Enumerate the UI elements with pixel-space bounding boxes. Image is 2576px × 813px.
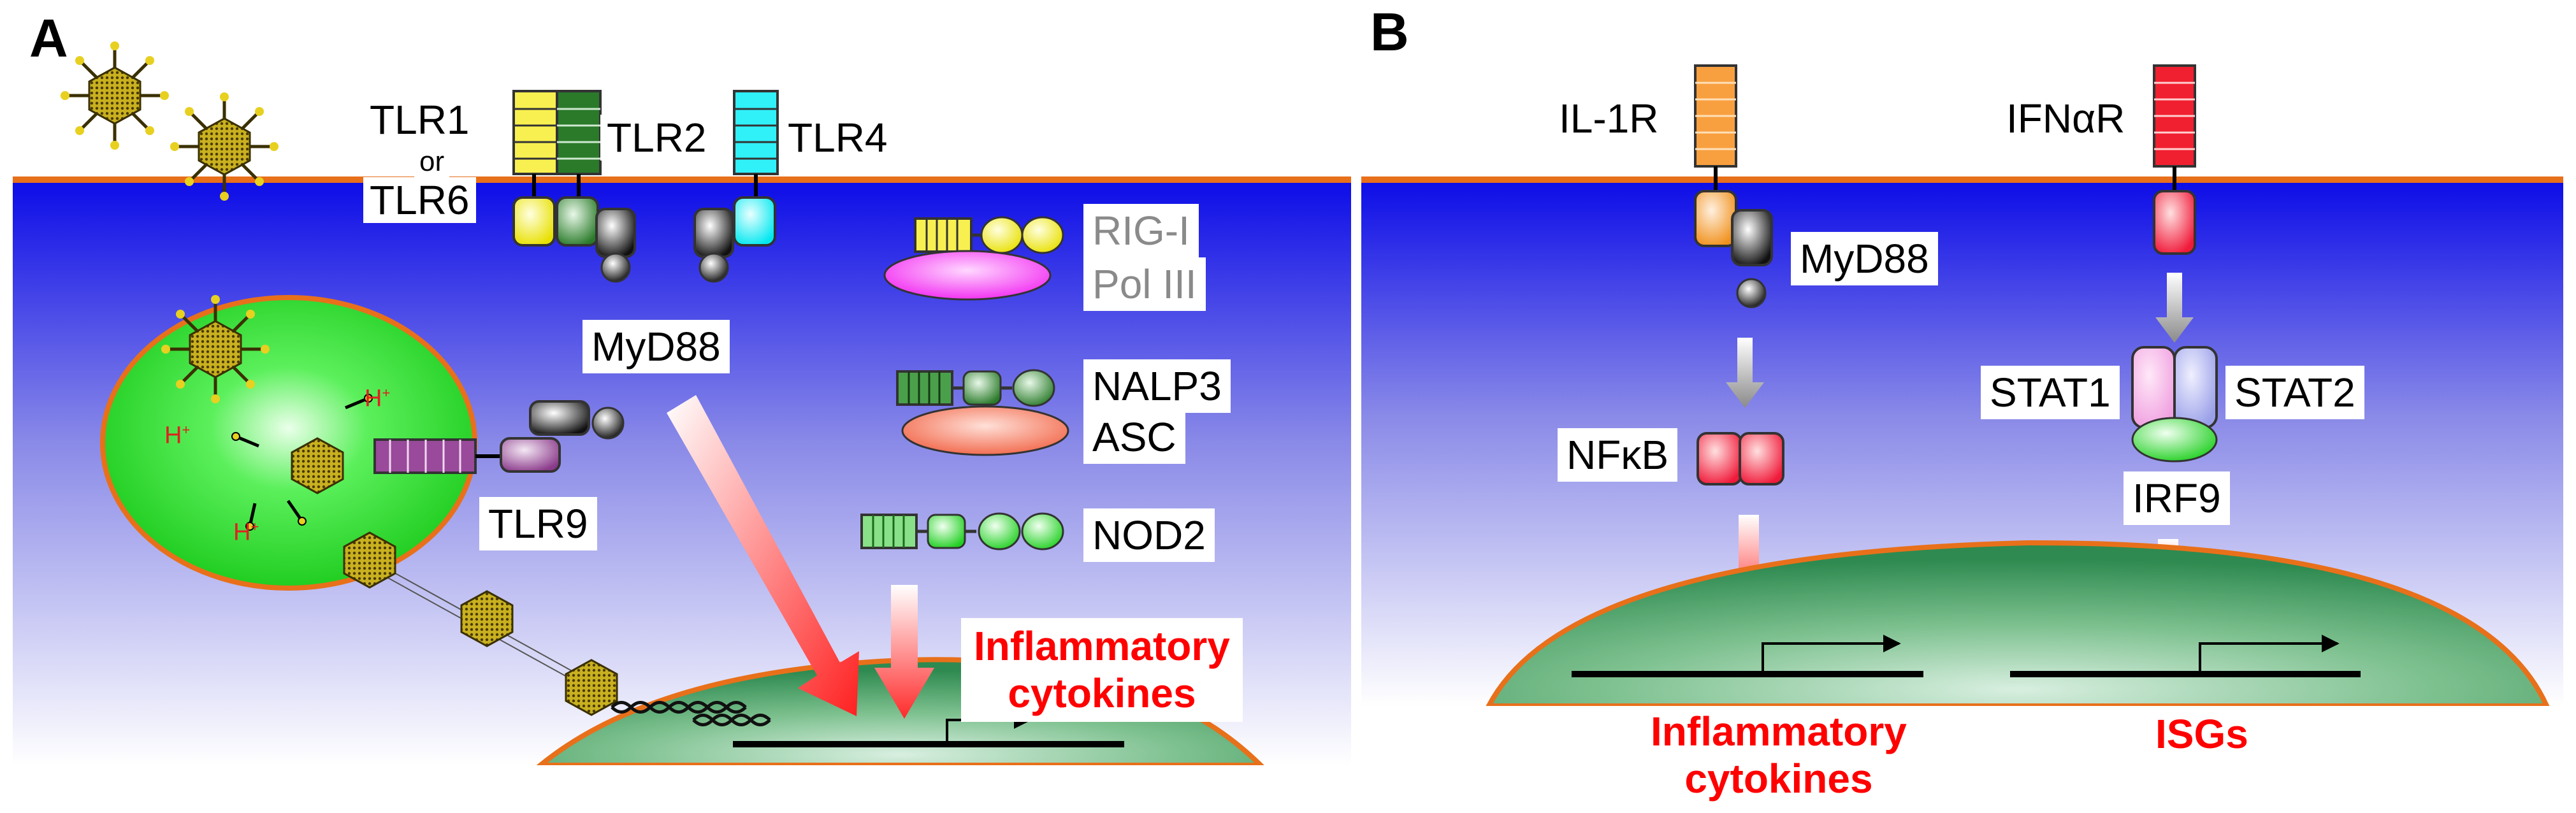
- label-myd88-a: MyD88: [582, 320, 730, 373]
- arrow-ifnar-to-stat: [2155, 273, 2194, 343]
- nalp3-asc-sensor: [896, 369, 1069, 456]
- capsid-endosome: [291, 437, 344, 494]
- tlr9-receptor: [373, 400, 625, 474]
- label-il1r: IL-1R: [1552, 96, 1665, 141]
- white-band-b: [1361, 706, 2576, 810]
- virus-particle-endosome: [161, 295, 270, 403]
- label-nod2: NOD2: [1083, 508, 1215, 562]
- tlr1-tlr2-receptor: [512, 90, 636, 283]
- label-asc: ASC: [1083, 410, 1185, 464]
- label-stat1: STAT1: [1981, 366, 2120, 419]
- capsid-track-1: [343, 531, 396, 589]
- output-label-b-left: Inflammatory cytokines: [1644, 706, 1913, 805]
- isgf3-complex: [2131, 346, 2218, 463]
- label-myd88-b: MyD88: [1791, 232, 1938, 285]
- label-nalp3: NALP3: [1083, 359, 1231, 413]
- nucleus-b: [1484, 540, 2551, 709]
- output-label-a-line2: cytokines: [1008, 670, 1196, 716]
- label-ifnar: IFNαR: [2000, 96, 2132, 141]
- white-band-a: [481, 765, 1303, 810]
- panel-divider: [1352, 178, 1360, 705]
- virus-particle-2: [170, 92, 279, 201]
- promoter-arrow-b1: [1762, 635, 1901, 674]
- promoter-arrow-b2: [2199, 635, 2340, 674]
- label-irf9: IRF9: [2124, 471, 2230, 525]
- output-label-b-left-line2: cytokines: [1684, 755, 1873, 802]
- capsid-track-2: [460, 590, 514, 647]
- nfkb-complex: [1697, 432, 1784, 486]
- membrane-a: [13, 176, 1351, 183]
- fiber-knobs: [231, 394, 373, 531]
- label-nfkb: NFκB: [1558, 428, 1677, 482]
- output-label-b-left-line1: Inflammatory: [1651, 709, 1907, 754]
- ifnar-receptor: [2153, 64, 2196, 255]
- output-label-a-line1: Inflammatory: [974, 623, 1230, 669]
- arrow-myd88-to-nfkb: [1726, 338, 1764, 408]
- label-tlr2: TLR2: [600, 115, 713, 161]
- label-stat2: STAT2: [2225, 366, 2364, 419]
- proton-label-1: H+: [164, 422, 191, 449]
- capsid-nuclear-pore: [565, 659, 618, 716]
- rig-i-pol-iii-sensor: [883, 216, 1064, 301]
- il1r-receptor: [1694, 64, 1773, 308]
- panel-b: [1352, 64, 2576, 810]
- proton-label-3: H+: [233, 519, 259, 546]
- proton-label-2: H+: [365, 385, 391, 412]
- panel-letter-b: B: [1370, 2, 1409, 62]
- label-tlr9: TLR9: [479, 497, 597, 550]
- viral-dna: [611, 701, 771, 726]
- output-label-b-right: ISGs: [2149, 709, 2255, 761]
- label-rig-i: RIG-I: [1083, 204, 1199, 257]
- label-tlr1: TLR1: [363, 97, 476, 143]
- label-or: or: [414, 147, 450, 177]
- label-tlr6: TLR6: [363, 177, 476, 223]
- signal-arrow-sensors: [874, 585, 934, 719]
- tlr4-receptor: [693, 90, 779, 283]
- output-label-a: Inflammatory cytokines: [961, 618, 1243, 723]
- nod2-sensor: [860, 512, 1064, 550]
- membrane-b: [1361, 176, 2563, 183]
- label-tlr4: TLR4: [781, 115, 894, 161]
- signal-arrow-myd88: [667, 395, 859, 716]
- label-pol-iii: Pol III: [1083, 257, 1206, 311]
- virus-particle-1: [61, 41, 169, 150]
- panel-letter-a: A: [29, 8, 68, 68]
